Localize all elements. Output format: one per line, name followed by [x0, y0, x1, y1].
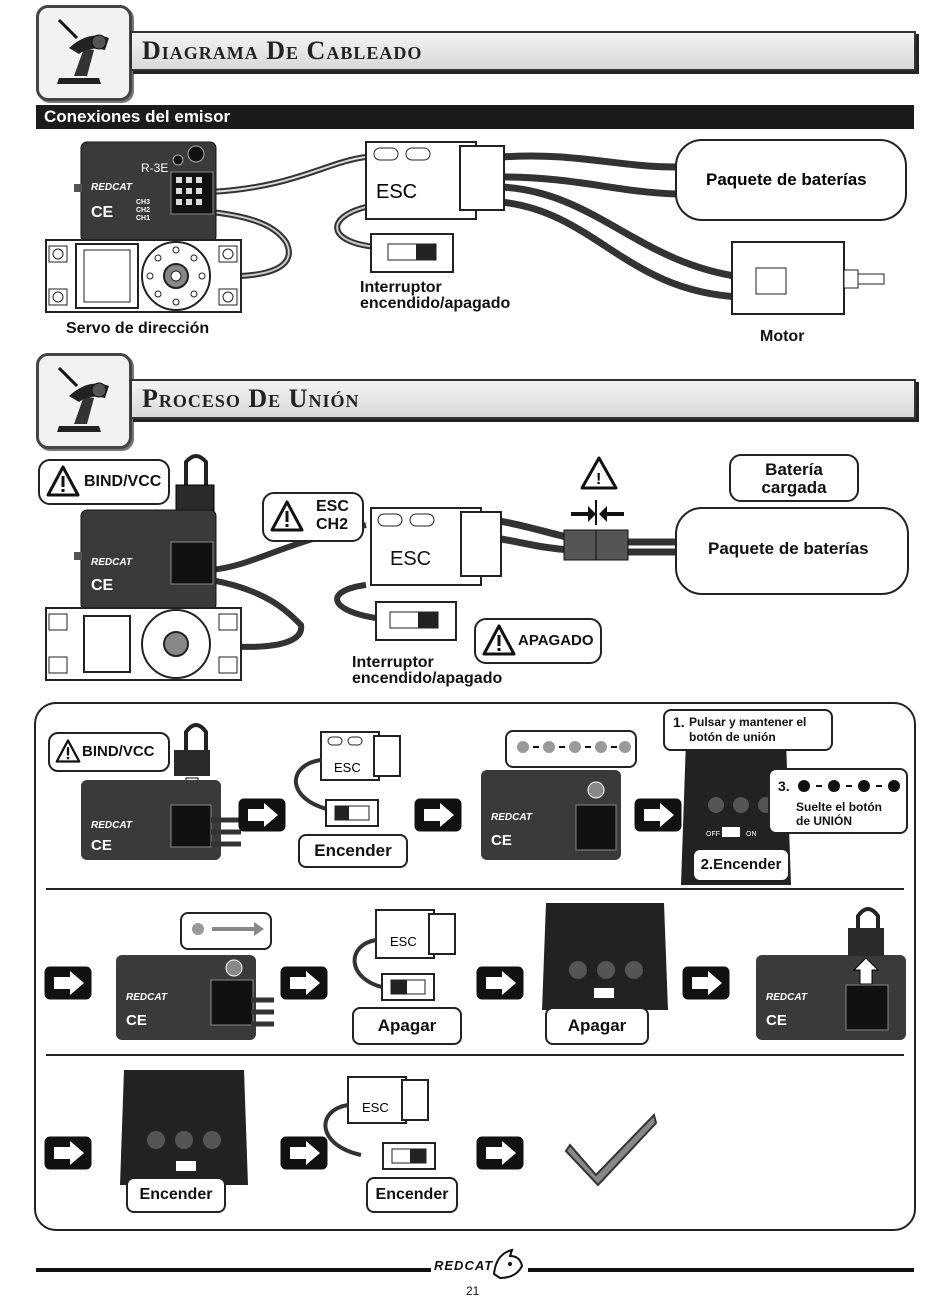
steps-divider-2 [46, 1054, 904, 1056]
motor-label: Motor [760, 328, 805, 345]
step1-line1: Pulsar y mantener el [689, 715, 807, 729]
steps-divider-1 [46, 888, 904, 890]
binding-diagram: REDCAT CE ! [45, 454, 909, 681]
step-bindvcc-text: BIND/VCC [82, 743, 155, 760]
led-solid-callout [180, 912, 272, 950]
redcat-logo-icon [492, 1248, 524, 1280]
step1-line2: botón de unión [689, 730, 776, 744]
wiring-battery-label: Paquete de baterías [706, 170, 867, 189]
bindvcc-text: BIND/VCC [84, 473, 162, 490]
apagado-text: APAGADO [518, 632, 594, 649]
led-flash-icon [517, 741, 631, 753]
footer-rule-left [36, 1268, 431, 1272]
svg-text:REDCAT: REDCAT [91, 557, 133, 568]
step3-num: 3. [778, 778, 790, 794]
transmitter-icon [57, 18, 109, 84]
step1-esc-label: ESC [334, 760, 361, 775]
footer-brand: REDCAT [434, 1258, 494, 1273]
esc-ch2-line1: ESC [316, 498, 349, 515]
svg-text:!: ! [596, 471, 601, 488]
step3-tx-encender-text: Encender [139, 1186, 213, 1203]
svg-text:REDCAT: REDCAT [91, 820, 133, 831]
bindvcc-callout: BIND/VCC [38, 459, 170, 505]
svg-text:CE: CE [91, 837, 112, 854]
step3-line1: Suelte el botón [796, 800, 883, 814]
led-flash-icon [798, 780, 900, 792]
step-row-3-art: ESC [120, 1070, 658, 1187]
step3-line2: de UNIÓN [796, 814, 853, 828]
receiver-brand: REDCAT [91, 182, 133, 193]
esc-ch2-line2: CH2 [316, 516, 349, 533]
step1-instruction: 1. Pulsar y mantener el botón de unión [663, 709, 833, 751]
step1-encender-callout: Encender [298, 834, 408, 868]
led-flash-callout [505, 730, 637, 768]
svg-text:REDCAT: REDCAT [766, 992, 808, 1003]
step2-tx-apagar-text: Apagar [567, 1016, 627, 1035]
step3-tx-encender-callout: Encender [126, 1177, 226, 1213]
svg-text:CE: CE [491, 832, 512, 849]
binding-section-header: Proceso De Unión [130, 379, 916, 419]
wiring-switch-label-1: Interruptor [360, 279, 442, 296]
step2-esc-label: ESC [390, 934, 417, 949]
step1-encender-text: Encender [314, 841, 392, 860]
tx-on: ON [746, 831, 757, 838]
receiver-ch2: CH2 [136, 207, 150, 214]
binding-battery-label: Paquete de baterías [708, 539, 869, 558]
step-bindvcc-callout: BIND/VCC [48, 732, 170, 772]
warning-icon [482, 624, 516, 656]
led-solid-icon [192, 922, 264, 936]
receiver-ch3: CH3 [136, 199, 150, 206]
wiring-esc-label: ESC [376, 181, 417, 203]
battery-charged-line1: Batería [765, 460, 823, 479]
binding-section-title: Proceso De Unión [142, 384, 360, 413]
battery-charged-callout: Batería cargada [729, 454, 859, 502]
wiring-subheader: Conexiones del emisor [36, 105, 914, 129]
svg-text:CE: CE [126, 1012, 147, 1029]
wiring-diagram: REDCAT R-3E CE CH3 CH2 CH1 ESC Paquete d… [45, 139, 907, 315]
receiver-model: R-3E [141, 161, 168, 175]
warning-icon [46, 465, 80, 497]
right-arrow-icon [44, 798, 730, 1170]
warning-icon [270, 500, 304, 532]
wiring-section-title: Diagrama De Cableado [142, 36, 423, 65]
step2-instruction: 2.Encender [692, 848, 790, 882]
battery-charged-line2: cargada [761, 478, 827, 497]
transmitter-icon [57, 366, 109, 432]
page-number: 21 [466, 1284, 480, 1298]
step3-esc-encender-text: Encender [375, 1186, 449, 1203]
warning-icon [55, 739, 81, 763]
footer-rule-right [528, 1268, 914, 1272]
step1-num: 1. [673, 714, 685, 730]
svg-text:REDCAT: REDCAT [491, 812, 533, 823]
svg-text:CE: CE [91, 204, 114, 221]
svg-text:CE: CE [766, 1012, 787, 1029]
check-icon [564, 1113, 658, 1187]
tx-off: OFF [706, 831, 720, 838]
step2-tx-apagar-callout: Apagar [545, 1007, 649, 1045]
svg-text:REDCAT: REDCAT [126, 992, 168, 1003]
step3-esc-label: ESC [362, 1100, 389, 1115]
apagado-callout: APAGADO [474, 618, 602, 664]
step3-instruction: 3. Suelte el botón de UNIÓN [768, 768, 908, 834]
esc-ch2-callout: ESC CH2 [262, 492, 364, 542]
step3-esc-encender-callout: Encender [366, 1177, 458, 1213]
binding-steps-panel [34, 702, 916, 1231]
wiring-switch-label-2: encendido/apagado [360, 295, 511, 312]
wiring-section-header: Diagrama De Cableado [130, 31, 916, 71]
receiver-ch1: CH1 [136, 215, 150, 222]
binding-switch-label-1: Interruptor [352, 654, 434, 671]
transmitter-icon-box-2 [36, 353, 132, 449]
svg-text:CE: CE [91, 577, 114, 594]
step-row-2-art: REDCAT CE ESC REDCAT CE [116, 903, 906, 1040]
step2-apagar-text: Apagar [377, 1016, 437, 1035]
servo-label: Servo de dirección [66, 320, 210, 337]
binding-esc-label: ESC [390, 548, 432, 570]
transmitter-icon-box [36, 5, 132, 101]
step2-apagar-callout: Apagar [352, 1007, 462, 1045]
footer-brand-logo: REDCAT [430, 1244, 530, 1284]
binding-switch-label-2: encendido/apagado [352, 670, 503, 687]
step2-text: 2.Encender [700, 856, 782, 873]
wiring-subtitle: Conexiones del emisor [44, 107, 231, 126]
